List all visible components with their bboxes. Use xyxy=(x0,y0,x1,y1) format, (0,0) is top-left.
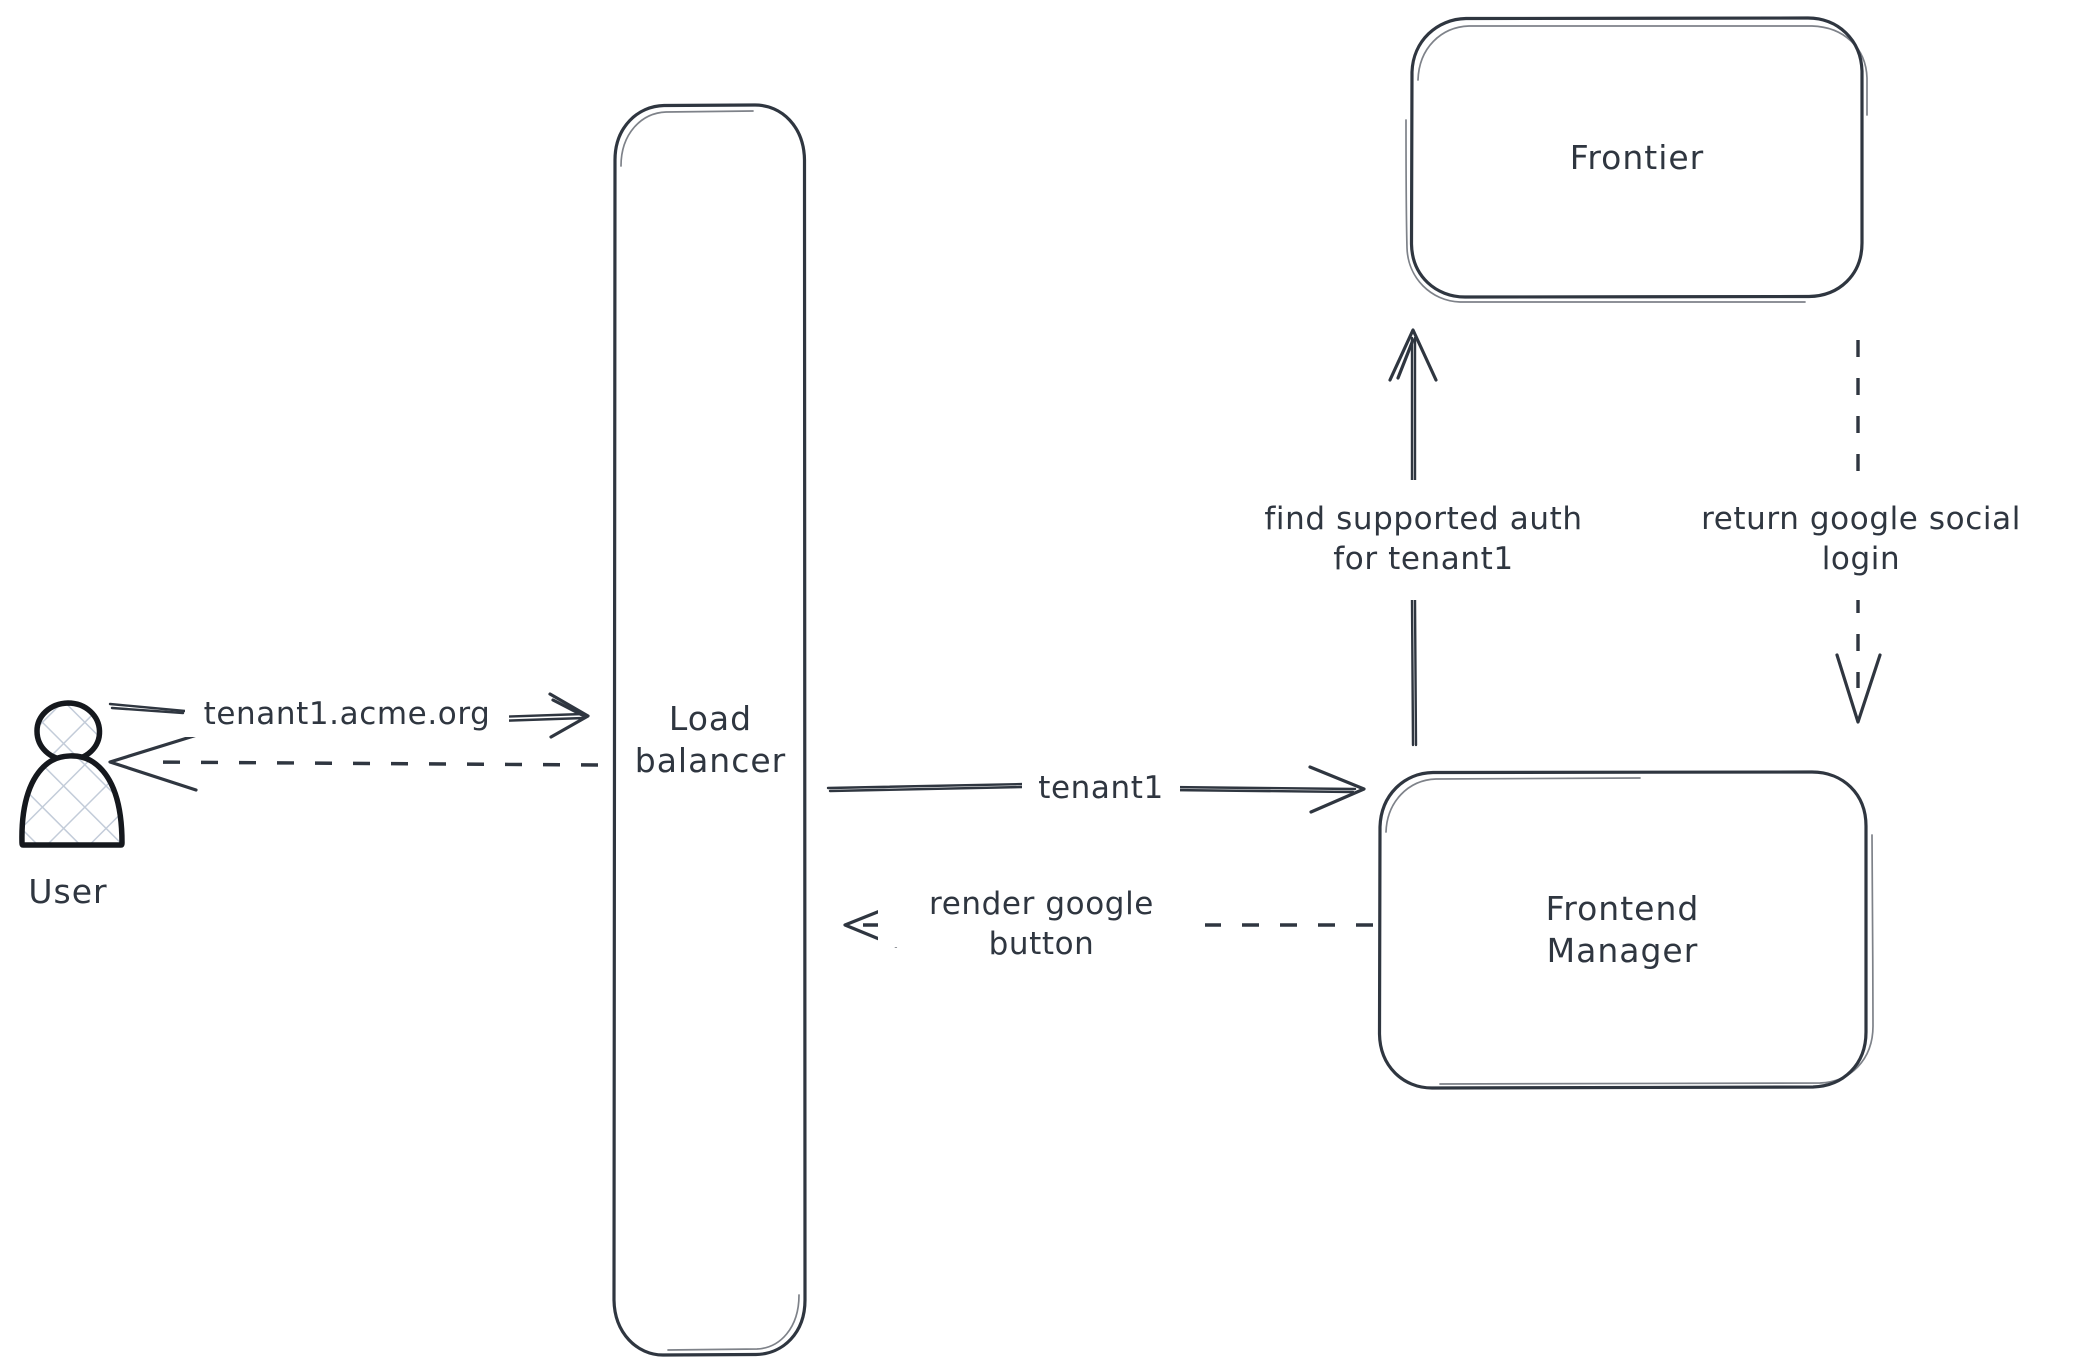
edge-label-load-balancer-to-frontend-manager: tenant1 xyxy=(1022,767,1180,811)
edge-label-user-to-load-balancer: tenant1.acme.org xyxy=(185,693,509,737)
user-actor-label: User xyxy=(28,872,107,911)
edge-load-balancer-to-frontend-manager xyxy=(826,765,1366,814)
edge-user-to-load-balancer xyxy=(108,692,590,739)
node-label-frontier: Frontier xyxy=(1569,137,1705,177)
edge-label-frontend-manager-to-load-balancer: render google button xyxy=(878,886,1205,962)
edge-label-frontend-manager-to-frontier: find supported auth for tenant1 xyxy=(1215,480,1632,600)
user-actor-icon xyxy=(19,700,125,848)
node-load-balancer[interactable] xyxy=(612,103,807,1357)
edge-frontend-manager-to-frontier xyxy=(1388,328,1438,747)
node-label-load-balancer: Load balancer xyxy=(634,698,787,780)
edge-load-balancer-to-user xyxy=(108,733,599,792)
node-label-frontend-manager: Frontend Manager xyxy=(1545,888,1700,970)
edge-frontier-to-frontend-manager xyxy=(1835,340,1882,724)
node-frontend-manager[interactable] xyxy=(1377,770,1874,1090)
node-frontier[interactable] xyxy=(1405,16,1868,303)
edge-label-frontier-to-frontend-manager: return google social login xyxy=(1655,480,2067,600)
